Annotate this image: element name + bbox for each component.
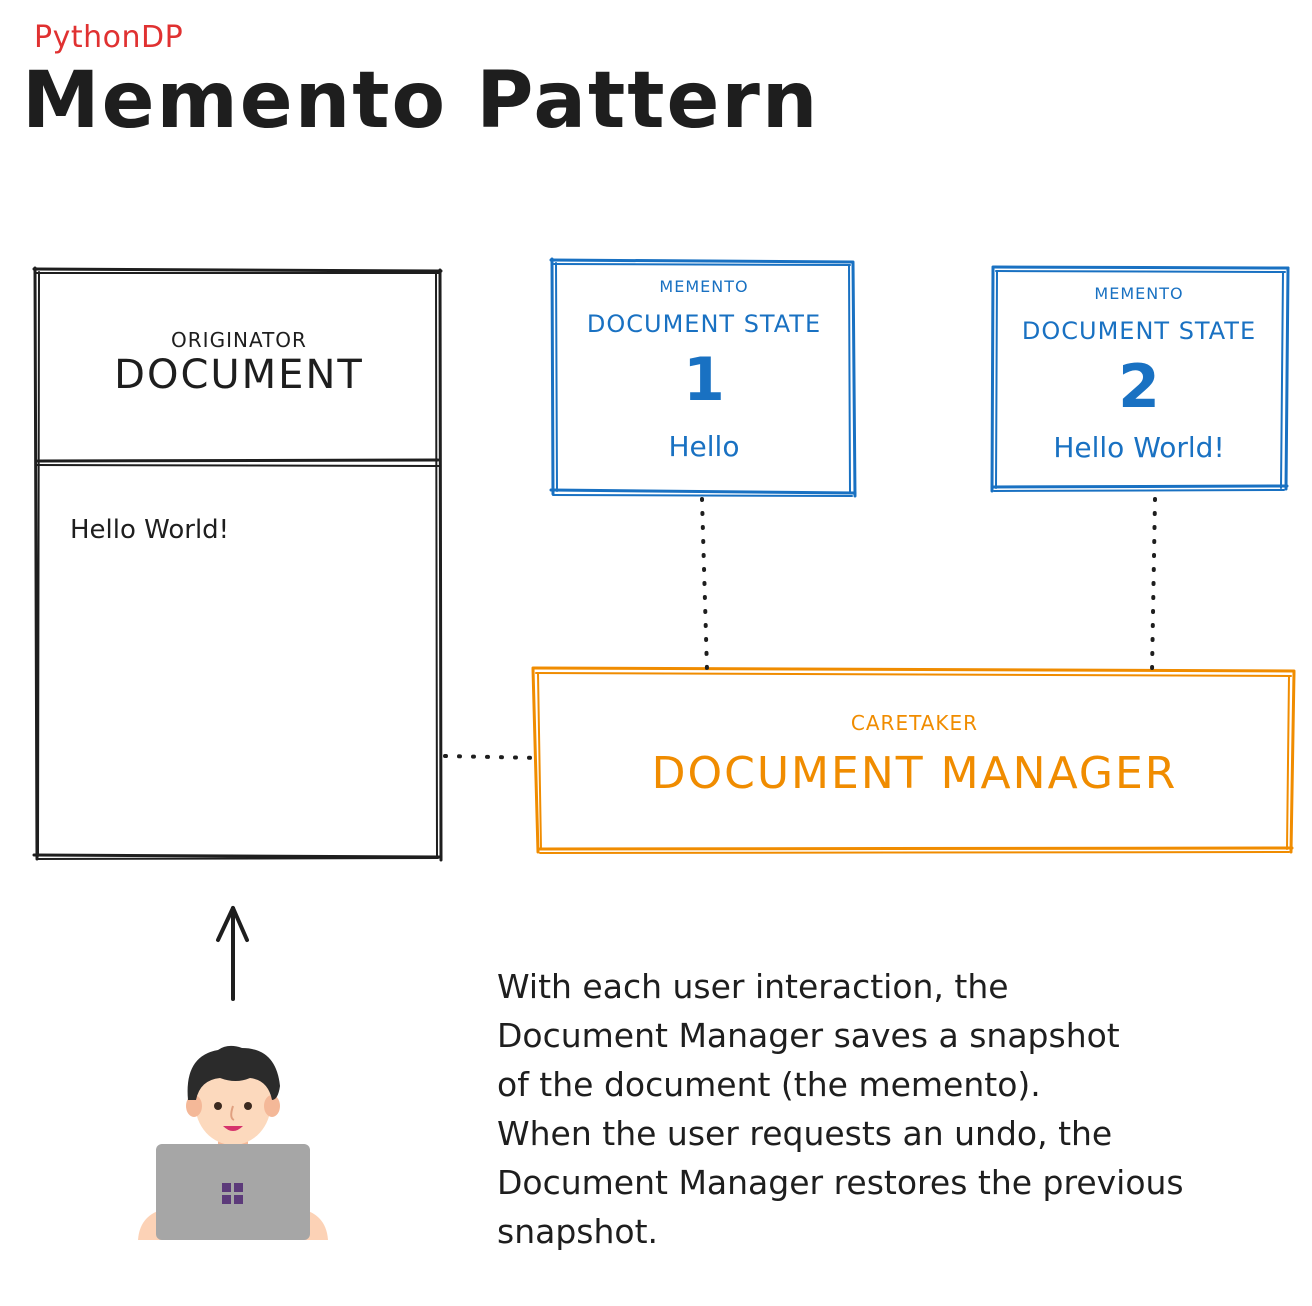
originator-box — [32, 266, 443, 862]
memento-1-number: 1 — [683, 345, 725, 415]
description-line: Document Manager saves a snapshot — [497, 1016, 1120, 1055]
arrow-up-icon — [216, 906, 249, 1001]
memento-1-name: DOCUMENT STATE — [586, 310, 822, 338]
memento-1-box — [549, 257, 857, 498]
memento-2-box — [990, 265, 1290, 493]
originator-name: DOCUMENT — [114, 352, 364, 398]
caretaker-name: DOCUMENT MANAGER — [651, 748, 1178, 799]
connector-memento-1 — [700, 497, 709, 672]
connector-originator-caretaker — [443, 754, 542, 760]
connector-memento-2 — [1150, 497, 1157, 674]
description-line: With each user interaction, the — [497, 967, 1009, 1006]
description-line: snapshot. — [497, 1212, 659, 1251]
description-line: Document Manager restores the previous — [497, 1163, 1184, 1202]
page-title: Memento Pattern — [22, 56, 820, 146]
originator-content: Hello World! — [70, 515, 230, 545]
description: With each user interaction, the Document… — [497, 962, 1297, 1256]
caretaker-box — [531, 666, 1296, 854]
description-line: When the user requests an undo, the — [497, 1114, 1113, 1153]
memento-1-text: Hello — [668, 430, 740, 463]
memento-2-number: 2 — [1118, 352, 1160, 422]
connectors — [443, 497, 1157, 760]
memento-1-role: MEMENTO — [659, 277, 749, 296]
description-line: of the document (the memento). — [497, 1065, 1041, 1104]
caretaker-role: CARETAKER — [850, 711, 979, 735]
memento-2-role: MEMENTO — [1094, 284, 1184, 303]
person-with-laptop-icon — [138, 1045, 328, 1240]
brand-label: PythonDP — [34, 20, 184, 55]
memento-2-name: DOCUMENT STATE — [1021, 317, 1257, 345]
originator-role: ORIGINATOR — [171, 328, 307, 352]
memento-2-text: Hello World! — [1053, 431, 1225, 464]
